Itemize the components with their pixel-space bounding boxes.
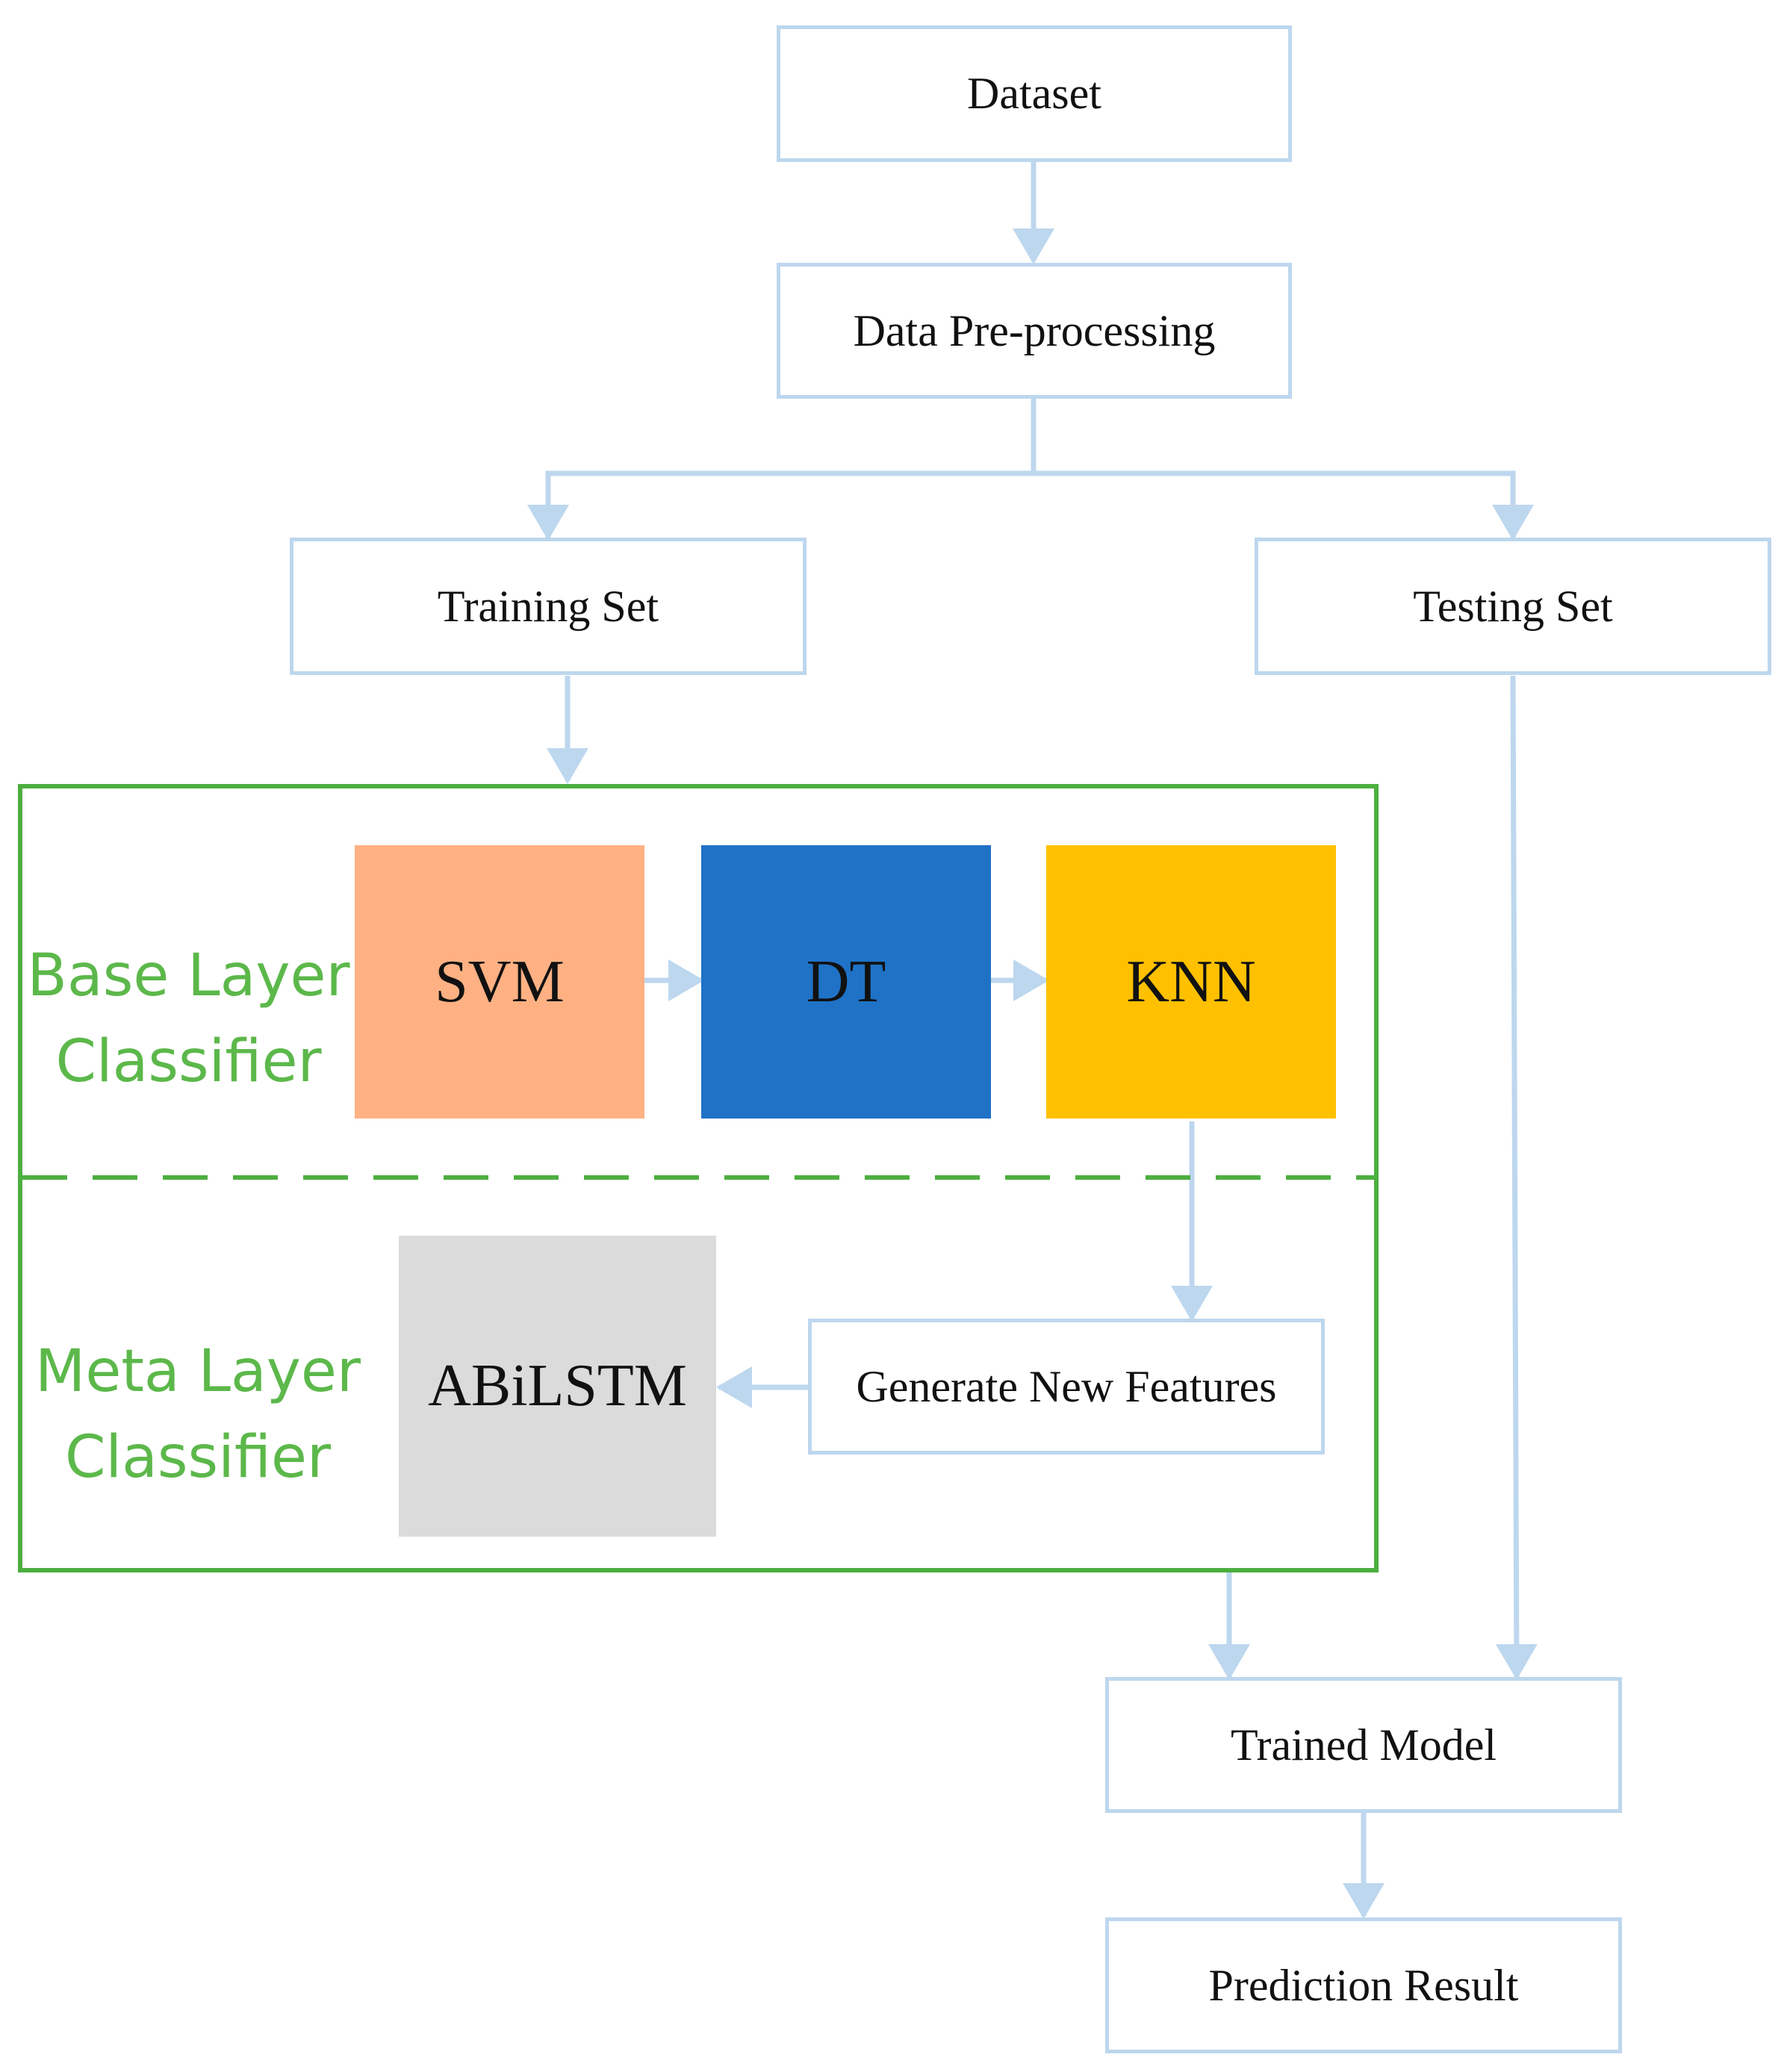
trained-model-box: Trained Model	[1105, 1677, 1622, 1813]
meta-layer-label-line2: Classifier	[64, 1424, 332, 1491]
base-layer-label: Base Layer Classifier	[22, 933, 355, 1105]
meta-layer-label: Meta Layer Classifier	[22, 1329, 373, 1501]
arrow-preprocessing-to-training	[527, 398, 1037, 541]
svm-block: SVM	[355, 845, 644, 1119]
base-layer-label-line1: Base Layer	[27, 942, 350, 1009]
dt-block: DT	[701, 845, 991, 1119]
base-layer-label-line2: Classifier	[55, 1028, 322, 1095]
stacked-classifier-frame	[18, 784, 1379, 1572]
arrow-testing-to-trained-model	[1495, 675, 1538, 1680]
knn-block: KNN	[1046, 845, 1336, 1119]
arrow-preprocessing-to-testing	[1034, 470, 1534, 541]
training-set-box: Training Set	[290, 538, 807, 675]
preprocessing-box: Data Pre-processing	[777, 263, 1292, 399]
prediction-result-box: Prediction Result	[1105, 1917, 1622, 2053]
dataset-box: Dataset	[777, 25, 1292, 162]
testing-set-box: Testing Set	[1255, 538, 1771, 675]
abilstm-block: ABiLSTM	[399, 1236, 716, 1537]
generate-features-box: Generate New Features	[808, 1319, 1325, 1455]
layer-divider	[22, 1175, 1374, 1180]
meta-layer-label-line1: Meta Layer	[35, 1338, 361, 1405]
